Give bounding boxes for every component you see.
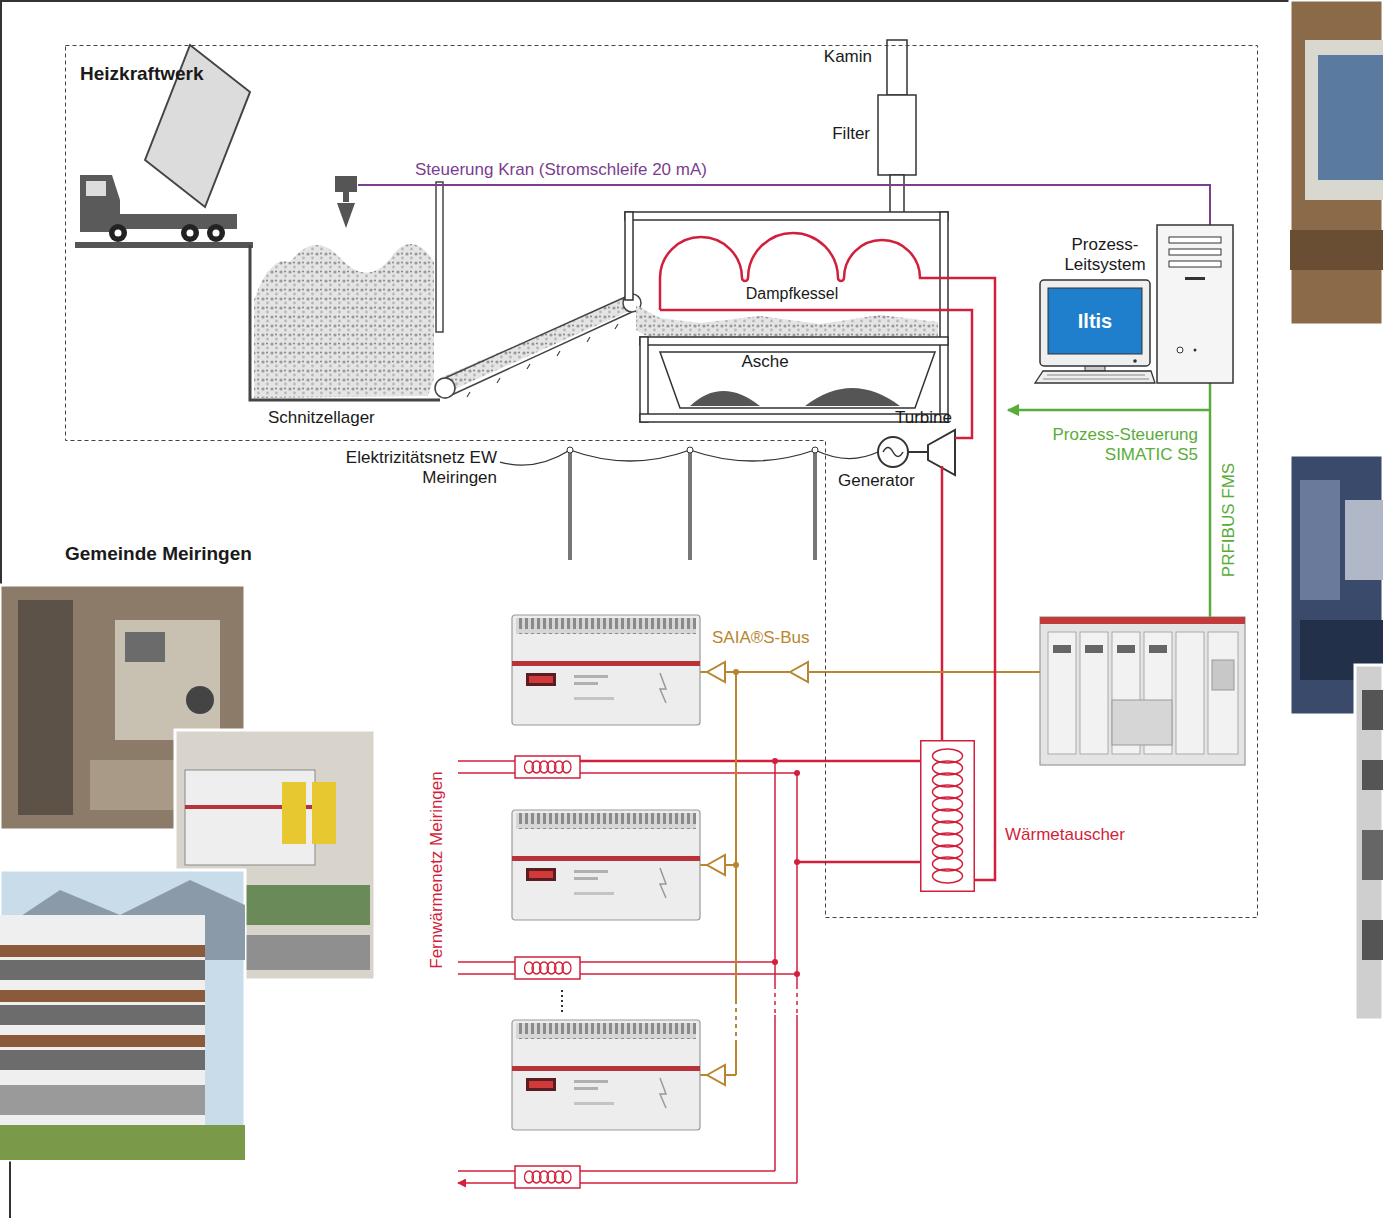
chip-storage	[75, 182, 641, 400]
furnace	[625, 40, 948, 422]
municipality-title: Gemeinde Meiringen	[65, 543, 252, 566]
region-outline	[66, 46, 1258, 918]
exchanger-label: Wärmetauscher	[1005, 825, 1125, 845]
storage-label: Schnitzellager	[268, 408, 375, 428]
screen-text: Iltis	[1048, 288, 1142, 354]
generator-label: Generator	[838, 471, 915, 491]
saia-bus	[700, 662, 1040, 1085]
filter-label: Filter	[790, 124, 870, 144]
photo-right	[1290, 0, 1383, 1020]
signal-label: Steuerung Kran (Stromschleife 20 mA)	[415, 160, 707, 180]
boiler-tubes	[660, 233, 925, 310]
bus-junctions	[733, 669, 739, 868]
signal-label: Prozess-Steuerung SIMATIC S5	[1036, 425, 1198, 466]
crane-symbol	[335, 176, 357, 228]
screen-text: Iltis	[1078, 309, 1112, 333]
profibus-line	[1008, 383, 1210, 617]
region-title: Heizkraftwerk	[80, 63, 204, 86]
ash-label: Asche	[728, 352, 802, 372]
turbine-label: Turbine	[870, 408, 952, 428]
storage-label: Schnitzellager	[268, 408, 375, 428]
plc-simatic	[1040, 617, 1245, 765]
boiler-label: Dampfkessel	[740, 284, 844, 303]
exchanger-coil	[921, 741, 975, 892]
chimney-label: Kamin	[790, 47, 872, 67]
exchanger-label: Wärmetauscher	[1005, 825, 1125, 845]
power-grid	[500, 430, 955, 560]
boiler: Dampfkessel	[655, 238, 925, 315]
pipe-junctions	[772, 758, 800, 977]
signal-label: Prozess-Steuerung SIMATIC S5	[1036, 425, 1198, 466]
ash-label: Asche	[728, 352, 802, 372]
region-title: Heizkraftwerk	[80, 63, 204, 86]
control-computer: Prozess- LeitsystemIltis	[1035, 225, 1235, 385]
turbine-label: Turbine	[870, 408, 952, 428]
grid-label: Elektrizitätsnetz EW Meiringen	[345, 448, 497, 489]
bus-name: PRFIBUS FMS	[1219, 463, 1239, 577]
municipality-title: Gemeinde Meiringen	[65, 543, 252, 566]
crane-control-line	[358, 185, 1210, 225]
bus-name: SAIA®S-Bus	[712, 628, 810, 648]
filter-label: Filter	[790, 124, 870, 144]
truck	[80, 45, 250, 242]
bus-name: SAIA®S-Bus	[712, 628, 810, 648]
network-label: Fernwärmenetz Meiringen	[427, 771, 447, 968]
saia-controllers	[512, 615, 700, 1130]
main-heat-exchanger-shape	[920, 740, 975, 892]
page-frame	[0, 0, 1290, 1218]
grid-label: Elektrizitätsnetz EW Meiringen	[345, 448, 497, 489]
chimney-label: Kamin	[790, 47, 872, 67]
boiler-shape	[655, 238, 925, 315]
boiler-label: Dampfkessel	[740, 284, 844, 303]
signal-label: Steuerung Kran (Stromschleife 20 mA)	[415, 160, 707, 180]
network-label: Fernwärmenetz Meiringen	[427, 771, 447, 968]
computer-heading: Prozess- Leitsystem	[1055, 235, 1155, 276]
main-heat-exchanger: Wärmetauscher	[920, 740, 975, 892]
generator-label: Generator	[838, 471, 915, 491]
computer-symbol	[1035, 225, 1233, 383]
photo-left	[0, 585, 375, 1160]
computer-heading: Prozess- Leitsystem	[1055, 235, 1155, 276]
bus-name: PRFIBUS FMS	[1219, 463, 1239, 577]
